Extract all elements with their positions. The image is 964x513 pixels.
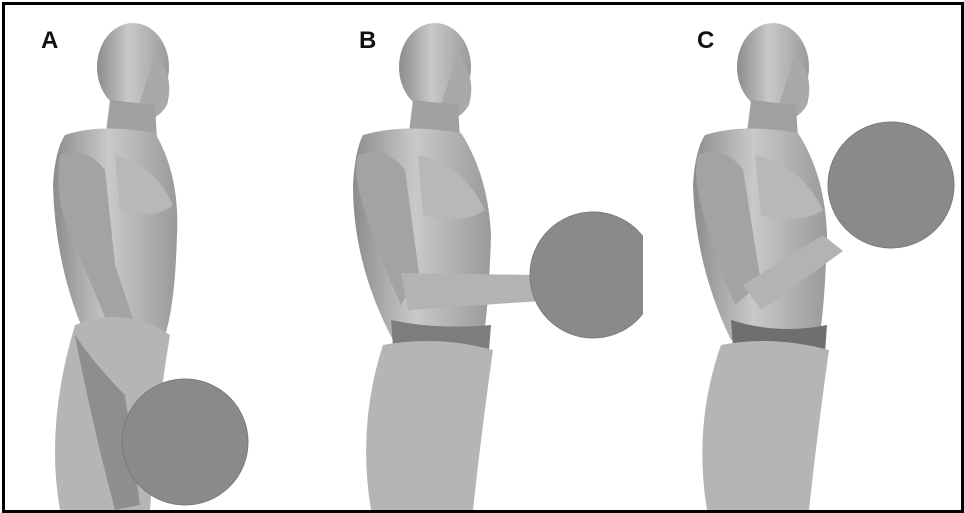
panel-c: C	[643, 5, 961, 510]
figure-a-illustration	[5, 5, 323, 510]
figure-b-illustration	[323, 5, 643, 510]
weight-disc-c	[828, 122, 954, 248]
weight-disc-a	[122, 379, 248, 505]
body-figure-b	[353, 23, 541, 510]
weight-disc-b	[530, 212, 643, 338]
body-figure-c	[693, 23, 843, 510]
panel-b: B	[323, 5, 643, 510]
figure-c-illustration	[643, 5, 961, 510]
panel-a: A	[5, 5, 323, 510]
